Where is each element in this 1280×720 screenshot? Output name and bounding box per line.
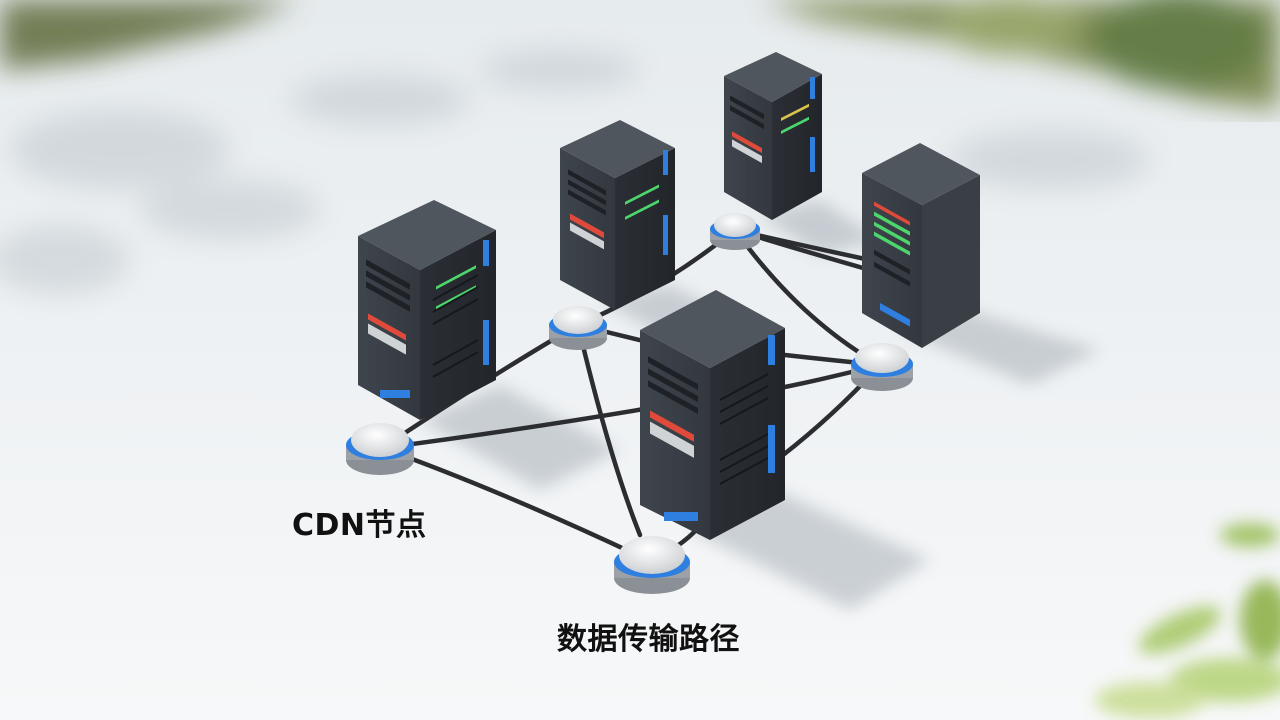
server-tower-icon [358,200,496,420]
cdn-node-label: CDN节点 [292,508,427,543]
data-path-label: 数据传输路径 [557,622,740,657]
cdn-nodes [346,213,913,594]
plant-foreground [1095,523,1280,718]
foliage-background [0,0,1280,110]
cable-2-6 [575,322,643,538]
cable-1-center [379,405,653,451]
server-tower-icon [560,120,675,310]
network-node-puck-icon [614,536,690,594]
server-tower-icon [724,52,822,220]
network-node-puck-icon [851,343,913,391]
leaf-shadows [0,50,1150,295]
server-tower-icon [862,143,980,348]
server-tower-icon [640,290,785,540]
server-shadows [420,200,1100,610]
network-node-puck-icon [346,423,414,475]
network-node-puck-icon [549,306,607,350]
network-node-puck-icon [710,213,760,250]
